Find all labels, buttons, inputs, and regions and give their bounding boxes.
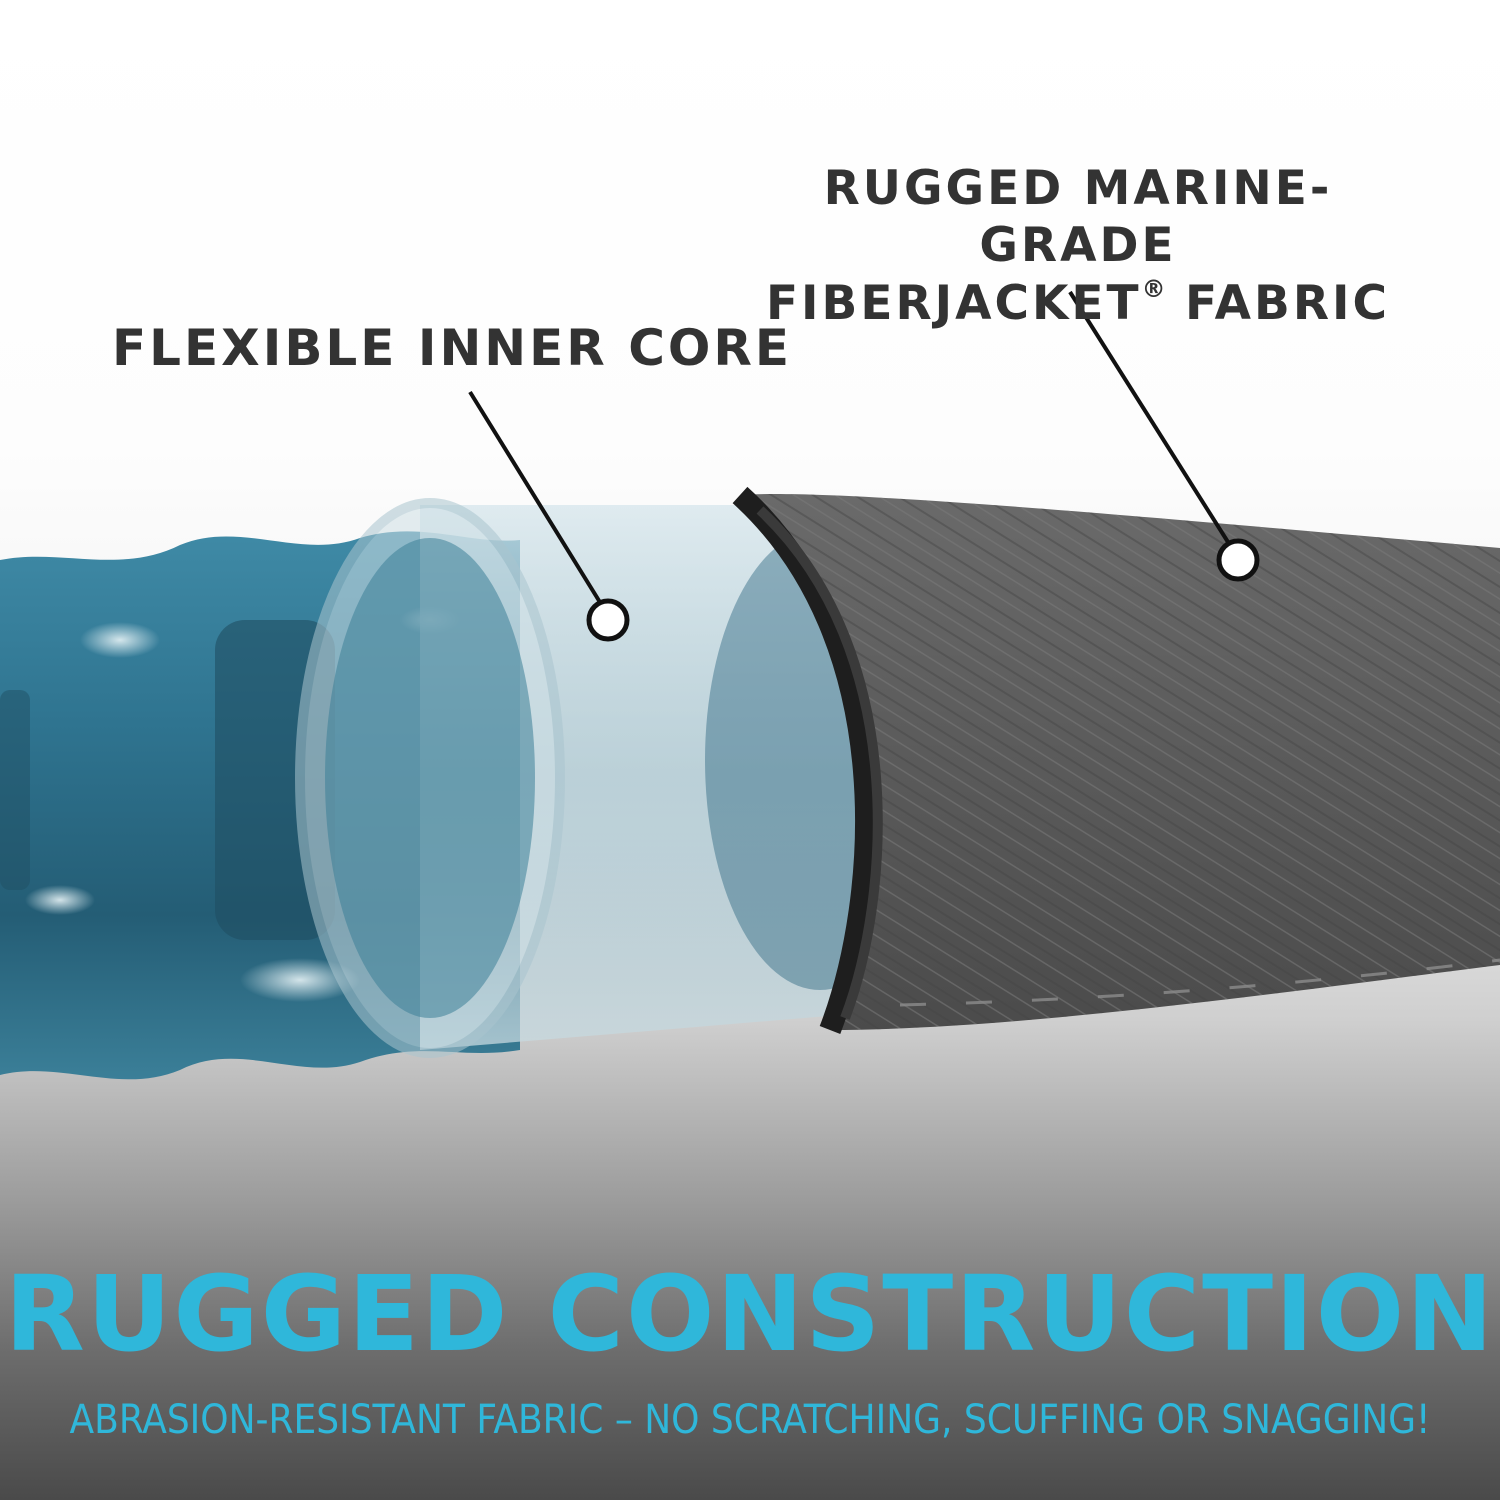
callout-pointer-outer [1068,290,1260,582]
registered-mark: ® [1141,274,1166,303]
outer-jacket-shape [732,486,1500,1034]
callout-outer-fabric-label: RUGGED MARINE-GRADE FIBERJACKET® FABRIC [738,160,1418,332]
callout-outer-line2-end: FABRIC [1165,275,1391,331]
callout-outer-line2-main: FIBERJACKET [765,275,1142,331]
clear-middle-layer-shape [295,498,935,1058]
callout-inner-core-label: FLEXIBLE INNER CORE [112,319,793,377]
callout-outer-line1: RUGGED MARINE-GRADE [823,161,1333,274]
callout-pointer-inner [468,390,630,642]
headline: RUGGED CONSTRUCTION [4,1253,1496,1375]
subheadline: ABRASION-RESISTANT FABRIC – NO SCRATCHIN… [69,1397,1431,1443]
